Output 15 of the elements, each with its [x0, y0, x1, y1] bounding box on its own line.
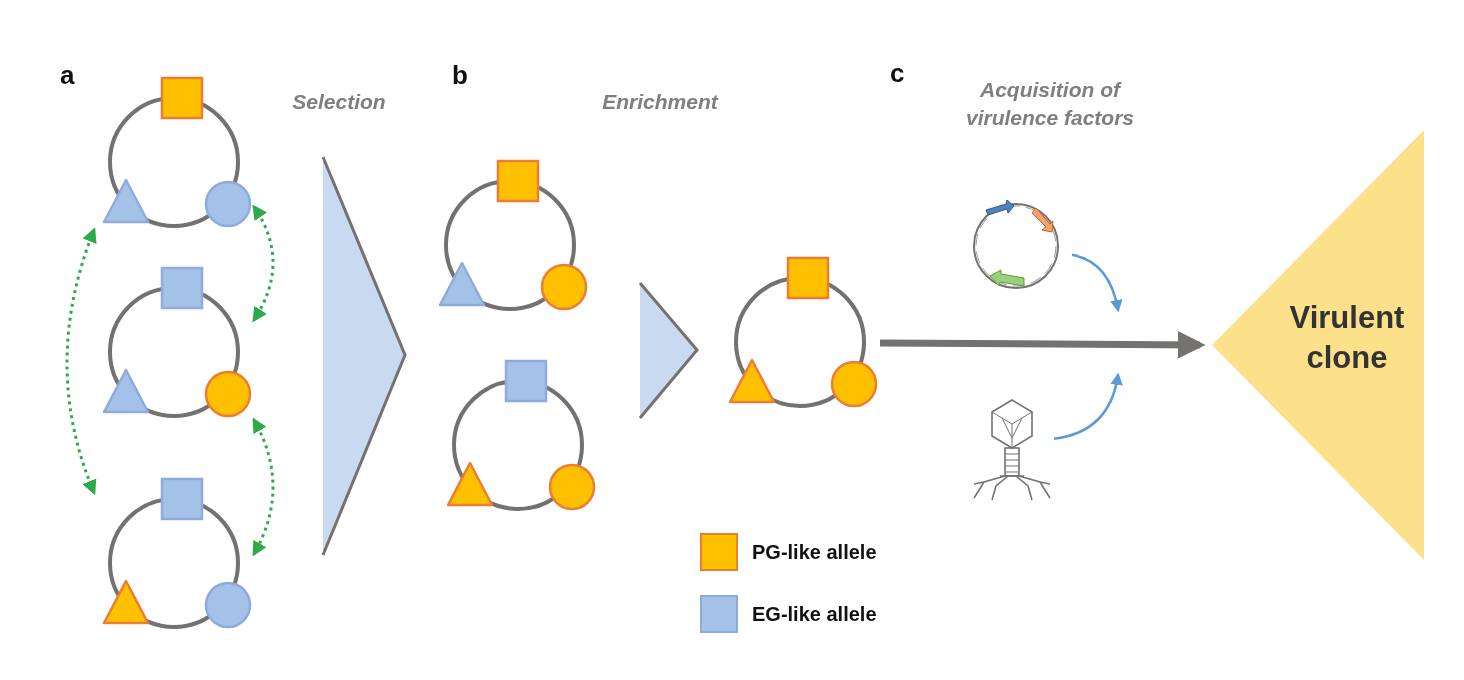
- arrow: [879, 330, 1206, 359]
- dashed-arrow: [252, 417, 275, 557]
- panel-letter: b: [452, 60, 468, 91]
- panel-letter: a: [60, 60, 75, 91]
- legend-label: PG-like allele: [752, 541, 877, 564]
- step-label: Enrichment: [601, 89, 720, 115]
- panel-letter: c: [890, 58, 905, 89]
- node-label: Virulent clone: [1288, 299, 1406, 377]
- arrow: [1053, 372, 1123, 441]
- dashed-arrow: [252, 204, 275, 323]
- step-label: Selection: [291, 89, 387, 115]
- step-label: Acquisition of virulence factors: [964, 77, 1136, 131]
- dashed-arrow: [65, 227, 97, 496]
- arrow: [1071, 253, 1123, 313]
- legend-label: EG-like allele: [752, 603, 877, 626]
